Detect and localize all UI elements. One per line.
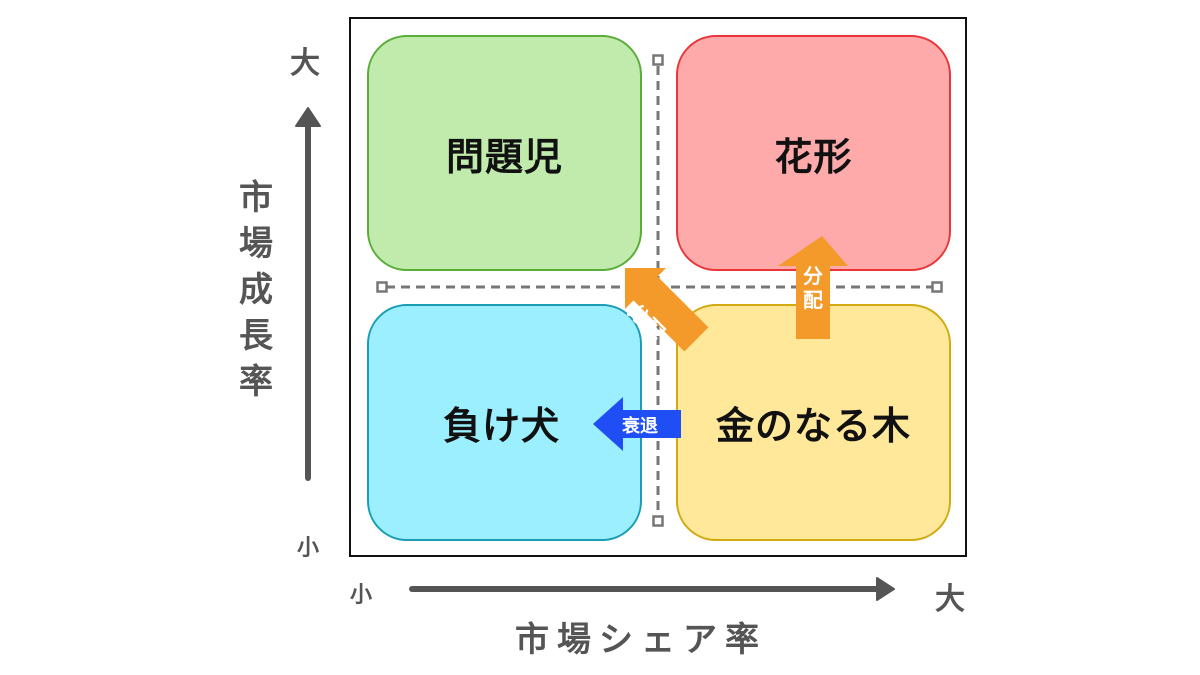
y-axis-title-char: 場 xyxy=(239,224,273,264)
label-char: 分 xyxy=(803,264,823,288)
label-char: 配 xyxy=(803,288,823,312)
y-axis-arrow xyxy=(295,107,321,481)
x-axis-title: 市場シェア率 xyxy=(515,620,767,660)
x-axis-arrow xyxy=(409,577,895,601)
y-axis-title: 市 場 成 長 率 xyxy=(233,175,279,405)
quadrant-problem-child: 問題児 xyxy=(367,35,642,271)
y-axis-title-char: 長 xyxy=(239,316,273,356)
y-axis-title-char: 成 xyxy=(239,270,273,310)
y-axis-low-label: 小 xyxy=(297,536,320,561)
quadrant-label: 負け犬 xyxy=(442,404,560,448)
x-axis-low-label: 小 xyxy=(350,583,373,608)
x-axis-high-label: 大 xyxy=(935,582,965,617)
quadrant-star: 花形 xyxy=(676,35,951,271)
y-axis-high-label: 大 xyxy=(290,46,320,81)
quadrant-label: 花形 xyxy=(774,134,853,179)
y-axis-title-char: 市 xyxy=(239,178,273,218)
quadrant-dog: 負け犬 xyxy=(367,304,642,541)
arrow-label-distribute: 分 配 xyxy=(799,264,827,312)
quadrant-label: 金のなる木 xyxy=(715,404,911,448)
quadrant-label: 問題児 xyxy=(445,134,563,179)
y-axis-title-char: 率 xyxy=(239,362,273,402)
arrow-label-decline: 衰退 xyxy=(622,416,658,437)
quadrant-cash-cow: 金のなる木 xyxy=(676,304,951,541)
